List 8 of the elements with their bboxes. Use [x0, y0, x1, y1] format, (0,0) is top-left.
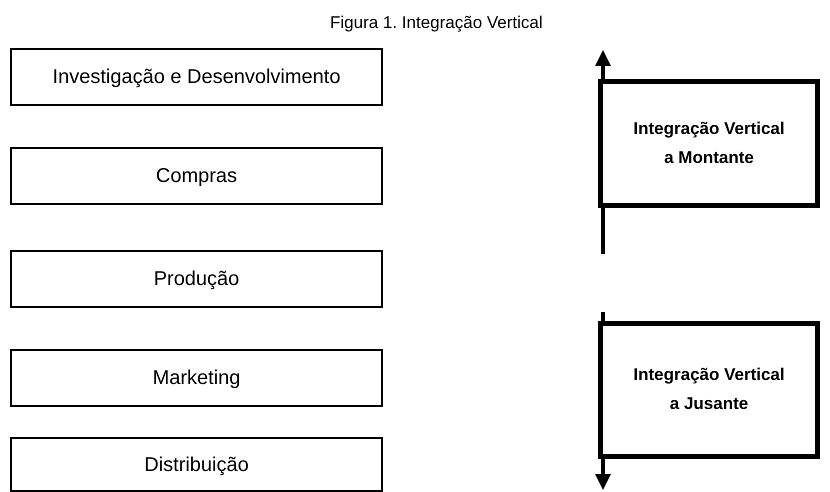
summary-box: Integração Vertical a Montante — [598, 79, 820, 208]
figure-title: Figura 1. Integração Vertical — [330, 12, 543, 34]
process-box: Investigação e Desenvolvimento — [10, 48, 383, 106]
process-box: Produção — [10, 250, 383, 308]
process-box: Distribuição — [10, 437, 383, 492]
process-box: Compras — [10, 147, 383, 205]
summary-box: Integração Vertical a Jusante — [598, 321, 820, 459]
process-box: Marketing — [10, 349, 383, 407]
